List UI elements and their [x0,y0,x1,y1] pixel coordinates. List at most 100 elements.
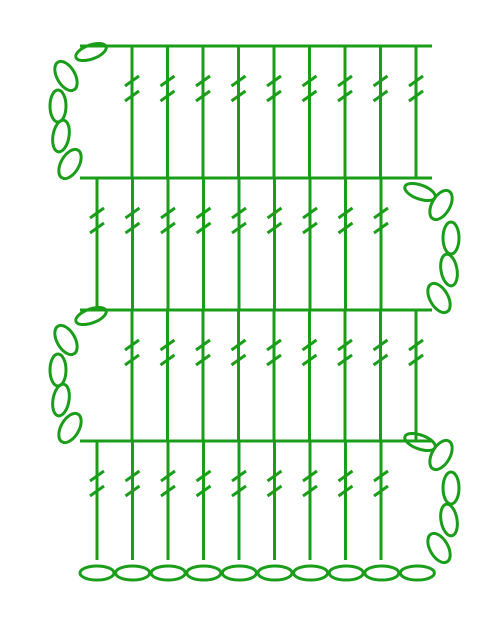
treble-stitch-bar [230,89,247,103]
treble-stitch-bar [372,353,389,367]
treble-stitch-bar [372,74,389,88]
treble-stitch-bar [373,484,389,498]
treble-stitch-bar [230,338,247,352]
foundation-chain-stitch [363,564,401,582]
treble-stitch-bar [266,469,283,483]
treble-stitch-bar [89,484,105,498]
treble-stitch-bar [301,353,318,367]
turning-chain-stitch [439,252,459,288]
treble-stitch-bar [124,221,141,235]
turning-chain-stitch [53,59,79,93]
turning-chain-stitch [439,502,459,538]
treble-stitch-bar [266,89,282,103]
turning-chain-stitch [441,470,461,506]
treble-stitch-bar [337,484,354,498]
treble-stitch-bar [302,484,318,498]
treble-stitch-bar [160,206,176,220]
foundation-chain-stitch [256,564,294,582]
foundation-chain-stitch [78,564,116,582]
treble-stitch-bar [195,353,211,367]
foundation-chain-stitch [398,564,436,582]
treble-stitch-bar [266,484,283,498]
treble-stitch-bar [373,469,389,483]
treble-stitch-bar [302,221,318,235]
treble-stitch-bar [408,89,424,103]
foundation-chain-stitch [220,564,258,582]
treble-stitch-bar [231,206,247,220]
treble-stitch-bar [195,206,212,220]
treble-stitch-bar [266,353,282,367]
treble-stitch-bar [373,221,389,235]
turning-chain-stitch [441,220,461,256]
treble-stitch-bar [301,74,318,88]
turning-chain-stitch [428,188,454,222]
treble-stitch-bar [408,74,424,88]
turning-chain-stitch [57,411,83,445]
treble-stitch-bar [373,206,389,220]
stitch-layer [48,41,461,582]
treble-stitch-bar [266,74,282,88]
treble-stitch-bar [195,469,212,483]
treble-stitch-bar [124,484,141,498]
treble-stitch-bar [124,353,140,367]
treble-stitch-bar [159,338,176,352]
turning-chain-stitch [426,281,452,315]
treble-stitch-bar [301,338,318,352]
turning-chain-stitch [426,531,452,565]
turning-chain-stitch [57,147,83,181]
turning-chain-stitch [53,323,79,357]
treble-stitch-bar [337,221,354,235]
treble-stitch-bar [160,221,176,235]
treble-stitch-bar [124,469,141,483]
treble-stitch-bar [337,89,353,103]
treble-stitch-bar [231,221,247,235]
treble-stitch-bar [124,206,141,220]
treble-stitch-bar [159,353,176,367]
treble-stitch-bar [195,338,211,352]
foundation-chain-stitch [327,564,365,582]
treble-stitch-bar [124,74,140,88]
treble-stitch-bar [124,89,140,103]
treble-stitch-bar [372,89,389,103]
foundation-chain-stitch [149,564,187,582]
treble-stitch-bar [266,338,282,352]
treble-stitch-bar [408,338,424,352]
foundation-chain-stitch [114,564,152,582]
treble-stitch-bar [230,74,247,88]
treble-stitch-bar [231,469,247,483]
treble-stitch-bar [231,484,247,498]
treble-stitch-bar [124,338,140,352]
treble-stitch-bar [266,221,283,235]
treble-stitch-bar [266,206,283,220]
turning-chain-stitch [428,438,454,472]
treble-stitch-bar [337,206,354,220]
treble-stitch-bar [337,74,353,88]
turning-chain-stitch [74,305,108,327]
turning-chain-stitch [51,382,71,418]
treble-stitch-bar [89,469,105,483]
treble-stitch-bar [159,89,176,103]
treble-stitch-bar [302,469,318,483]
treble-stitch-bar [195,89,211,103]
treble-stitch-bar [89,206,105,220]
treble-stitch-bar [301,89,318,103]
turning-chain-stitch [48,88,68,124]
treble-stitch-bar [195,74,211,88]
treble-stitch-bar [337,469,354,483]
turning-chain-stitch [48,352,68,388]
turning-chain-stitch [51,118,71,154]
treble-stitch-bar [195,484,212,498]
treble-stitch-bar [160,469,176,483]
treble-stitch-bar [159,74,176,88]
treble-stitch-bar [230,353,247,367]
treble-stitch-bar [302,206,318,220]
foundation-chain-stitch [185,564,223,582]
treble-stitch-bar [408,353,424,367]
treble-stitch-bar [337,353,353,367]
foundation-chain-stitch [292,564,330,582]
treble-stitch-bar [195,221,212,235]
treble-stitch-bar [372,338,389,352]
treble-stitch-bar [337,338,353,352]
treble-stitch-bar [89,221,105,235]
